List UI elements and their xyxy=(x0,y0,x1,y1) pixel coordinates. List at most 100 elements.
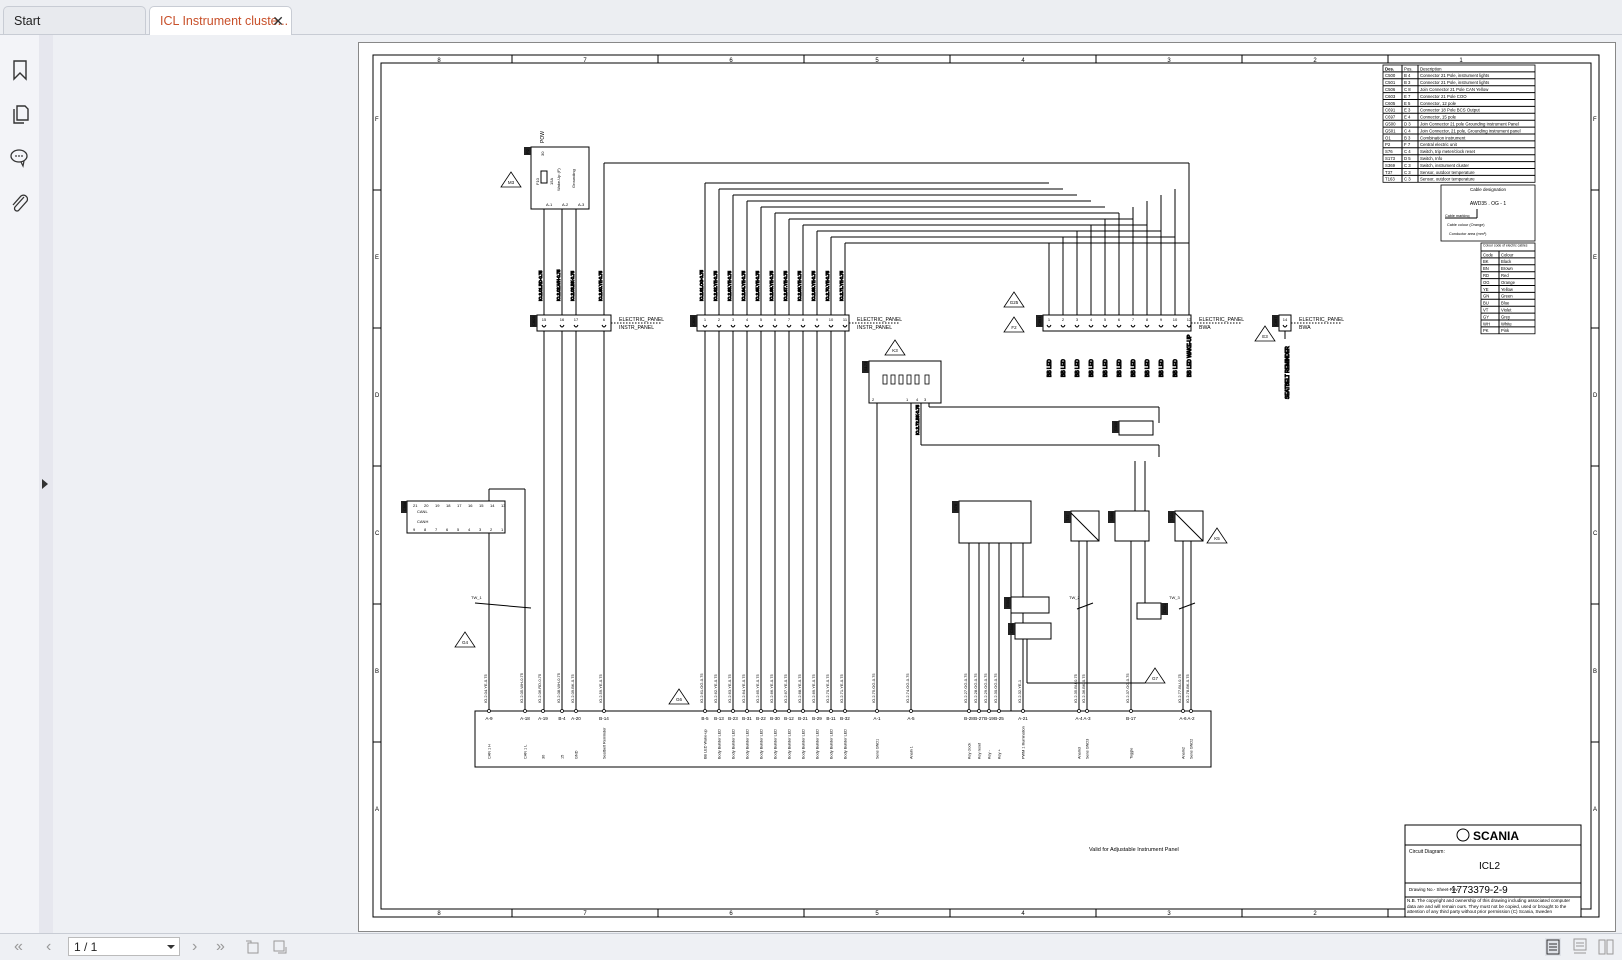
column-label-bottom: 6 xyxy=(729,911,733,917)
s76-id-tag xyxy=(952,501,959,513)
wire-label: IO.2.37.OG-0.75 xyxy=(1125,673,1130,703)
icl-pin-function: Body Builder LED xyxy=(816,729,820,759)
wire-label: IO.2.60.YE-0.75 xyxy=(598,270,603,301)
next-page-icon[interactable]: › xyxy=(192,938,198,955)
table-cell-description: Join Connector, 21 pole, Grounding instr… xyxy=(1420,128,1521,133)
pin-terminal xyxy=(773,709,777,713)
pin-number: 1 xyxy=(906,397,909,402)
rotate-right-icon[interactable] xyxy=(272,939,288,955)
s76-body xyxy=(958,500,1032,544)
table-cell-position: E 3 xyxy=(1404,108,1411,113)
pin-terminal xyxy=(541,709,545,713)
table-cell-position: C 4 xyxy=(1404,149,1411,154)
continuous-view-icon[interactable] xyxy=(1572,938,1588,956)
fuse-rating: 15A xyxy=(549,178,554,185)
pin-socket-icon xyxy=(1074,324,1080,328)
pin-number: 17 xyxy=(574,317,579,322)
icl-pin-function: Body Builder LED xyxy=(760,729,764,759)
icl-pin: B-14 xyxy=(599,716,609,721)
two-page-view-icon[interactable] xyxy=(1598,938,1614,956)
previous-page-icon[interactable]: ‹ xyxy=(46,938,52,955)
attachment-icon[interactable] xyxy=(9,193,31,215)
triangle-icon xyxy=(500,171,522,188)
pin-socket-icon xyxy=(814,324,820,328)
rotate-left-icon[interactable] xyxy=(244,939,260,955)
icl-pin-function: Body Builder LED xyxy=(746,729,750,759)
pin-terminal xyxy=(815,709,819,713)
expand-panel-icon[interactable] xyxy=(42,479,48,489)
pin-socket-icon xyxy=(1186,324,1192,328)
pin-socket-icon xyxy=(1116,324,1122,328)
c500-id: C500 xyxy=(1010,624,1014,633)
tab-document[interactable]: ICL Instrument cluste...✕ xyxy=(149,6,292,35)
connector-location-1: ELECTRIC_PANEL xyxy=(1299,317,1344,323)
wire-label: IO.2.63.YE-0.75 xyxy=(727,270,732,301)
column-label-top: 1 xyxy=(1459,58,1463,64)
colour-name: Red xyxy=(1501,273,1509,278)
pin-socket-icon xyxy=(1282,324,1288,328)
inner-border xyxy=(380,62,1592,910)
pin-number: 9 xyxy=(413,527,416,532)
colour-code: RD xyxy=(1483,273,1489,278)
wire-label: IO.2.03.BK-0.75 xyxy=(570,270,575,301)
component-table xyxy=(1382,64,1536,183)
icl-pin: B-29 xyxy=(812,716,822,721)
first-page-icon[interactable]: « xyxy=(14,938,23,955)
sensor-t163: T163 xyxy=(1168,510,1204,542)
colour-code: YE xyxy=(1483,287,1489,292)
pin-socket-icon xyxy=(601,324,607,328)
row-label-left: E xyxy=(375,255,379,261)
table-cell-description: Connector, 15 pole xyxy=(1420,115,1457,120)
wire-label: IO.2.77.BU-0.75 xyxy=(1177,673,1182,703)
comments-icon[interactable] xyxy=(9,147,31,169)
connector-g501: G501 xyxy=(1004,596,1050,614)
reference-triangle: K5 xyxy=(1206,527,1228,544)
connector-id: C697 xyxy=(1273,316,1278,326)
reference-triangle: K3 xyxy=(884,339,906,356)
g501-id-tag xyxy=(1004,597,1011,609)
pin-number: 19 xyxy=(435,503,440,508)
s369-id: S369 xyxy=(1110,512,1114,521)
row-label-right: F xyxy=(1593,117,1597,123)
wire-label: IO.2.67.YE-0.75 xyxy=(783,270,788,301)
wire-label: IO.2.30.OG-0.75 xyxy=(993,673,998,703)
twisted-pair xyxy=(1076,602,1094,610)
icl-pin-function: 30 xyxy=(542,755,546,759)
bwa-label: BB LED WAKE-UP xyxy=(1187,334,1193,377)
wire-label: IO.2.62.YE-0.75 xyxy=(713,674,718,703)
fuse-id: F10 xyxy=(535,177,540,185)
table-cell-description: Switch, Info xyxy=(1420,156,1443,161)
icl-pin-function: Toggle xyxy=(1130,748,1134,759)
single-page-view-icon[interactable] xyxy=(1545,938,1561,956)
diagram-name: ICL2 xyxy=(1479,861,1501,872)
reference-triangle: G6 xyxy=(668,688,690,705)
last-page-icon[interactable]: » xyxy=(216,938,225,955)
brand-name: SCANIA xyxy=(1473,829,1519,843)
icl-pin-function: Seatbelt Reminder xyxy=(603,727,607,759)
colour-name: Yellow xyxy=(1501,287,1514,292)
pin-socket-icon xyxy=(702,324,708,328)
colour-name: Colour xyxy=(1501,252,1514,257)
pin-number: 5 xyxy=(1104,317,1107,322)
table-cell-description: Connector 18 Pole BCS Output xyxy=(1420,108,1481,113)
pow-label: POW xyxy=(540,131,546,143)
pin-number: 7 xyxy=(788,317,791,322)
bwa-label: BB LED xyxy=(1117,359,1123,377)
column-label-top: 8 xyxy=(437,58,441,64)
icl-pin-function: CAN 1 H xyxy=(488,744,492,759)
page-selector[interactable]: 1 / 1 xyxy=(68,937,180,956)
icl-pin-function: Body Builder LED xyxy=(844,729,848,759)
icl-pin: B-21 xyxy=(798,716,808,721)
table-cell-designation: G500 xyxy=(1385,122,1396,127)
chevron-down-icon xyxy=(167,945,175,949)
seatbelt-label: SEATBELT REMINDER xyxy=(1285,346,1291,399)
close-tab-icon[interactable]: ✕ xyxy=(272,13,284,29)
triangle-icon xyxy=(454,631,476,648)
pin-socket-icon xyxy=(730,324,736,328)
tab-start[interactable]: Start xyxy=(3,6,146,34)
bookmark-icon[interactable] xyxy=(9,59,31,81)
pages-icon[interactable] xyxy=(9,103,31,125)
g500-id: G500 xyxy=(1114,422,1118,431)
column-label-bottom: 2 xyxy=(1313,911,1317,917)
